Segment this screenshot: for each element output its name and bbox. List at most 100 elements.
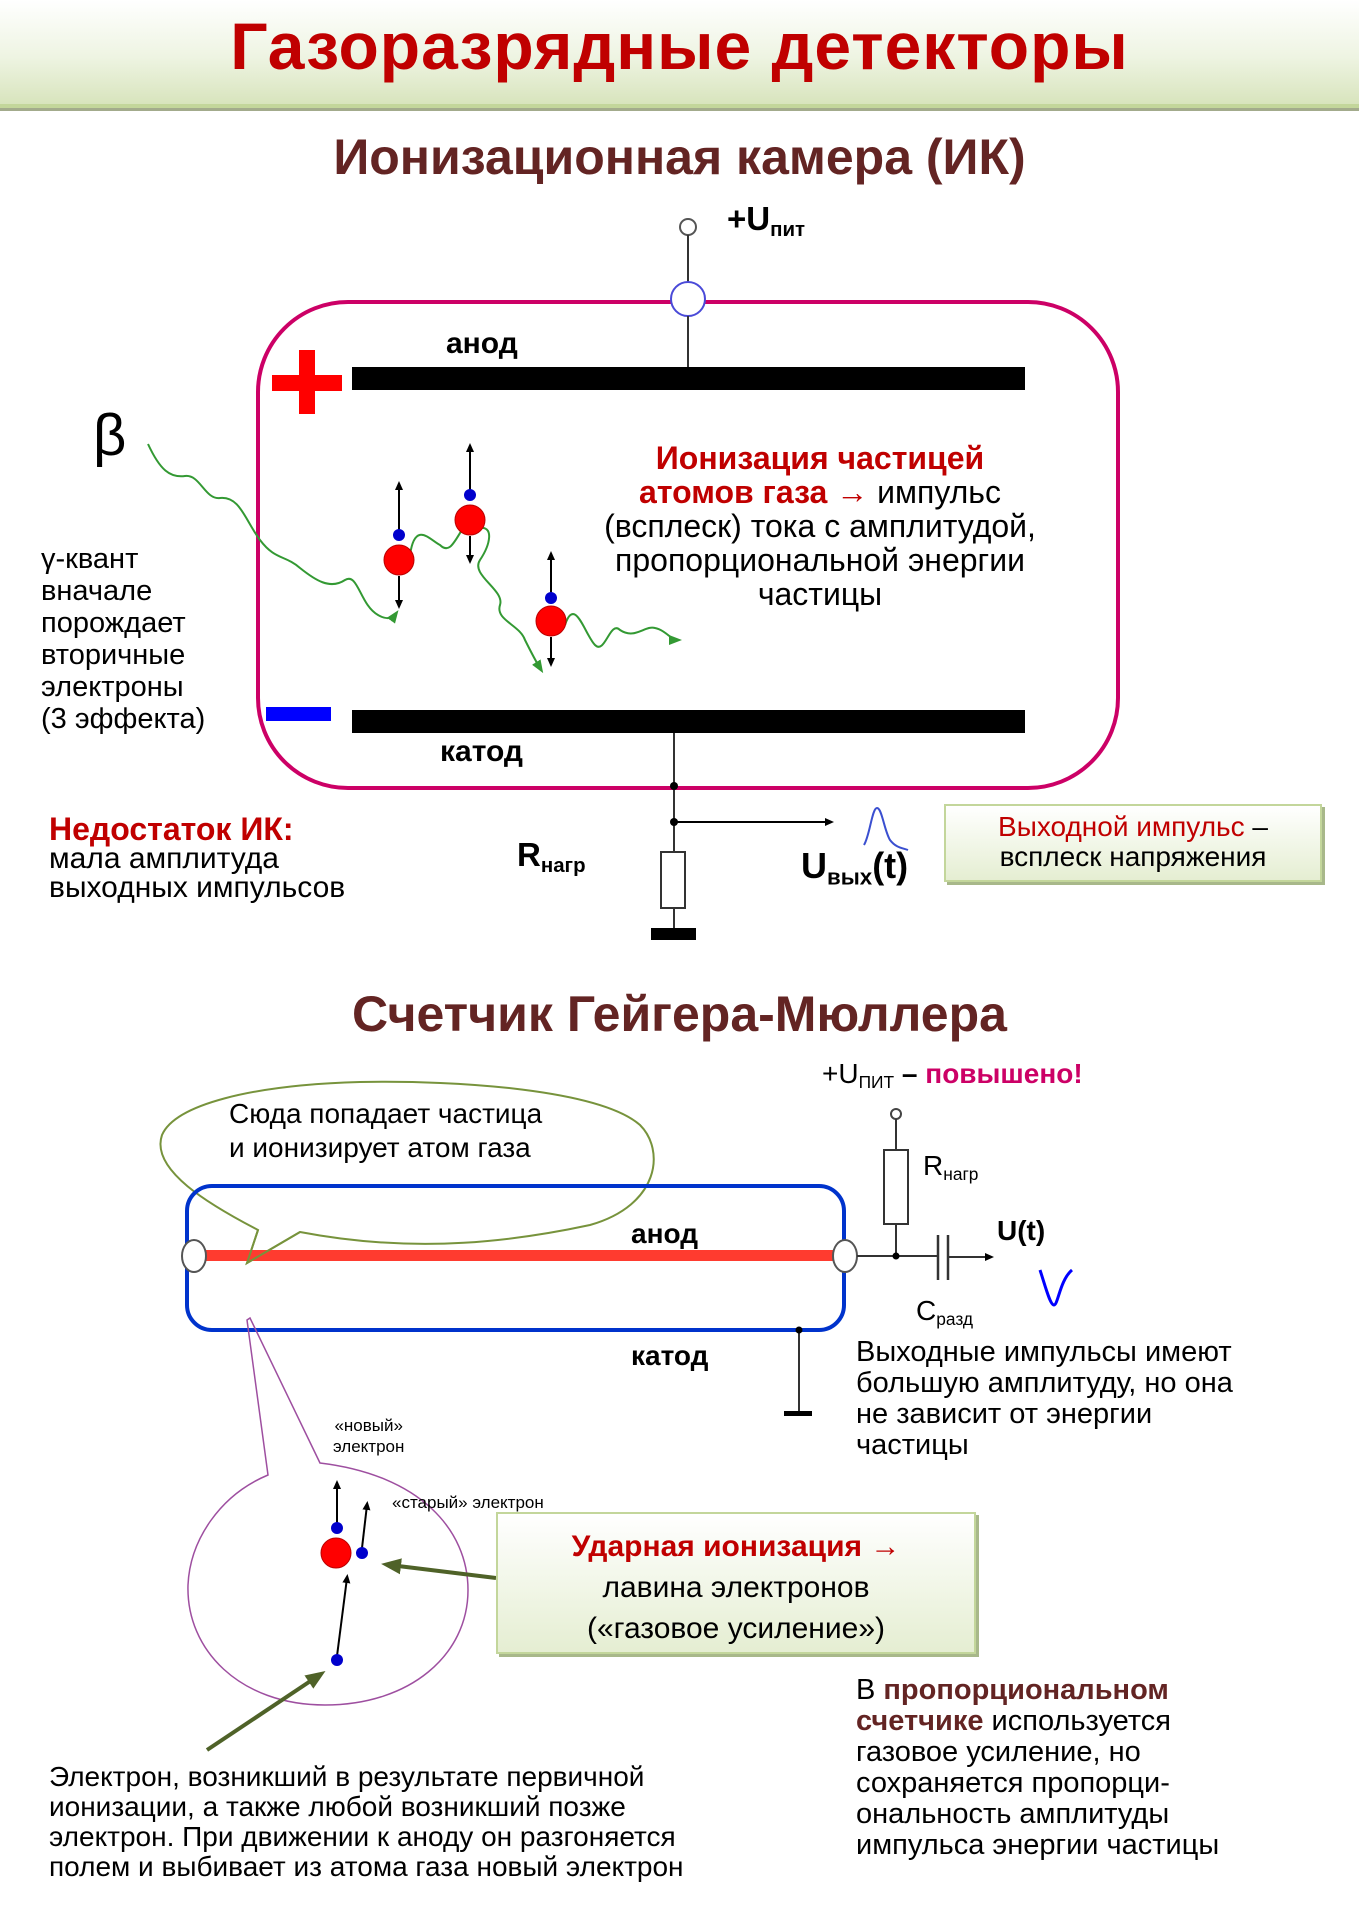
output-note-line: большую амплитуду, но она [856,1367,1233,1399]
geiger-title: Счетчик Гейгера-Мюллера [352,986,1007,1042]
voltage-increased-emphasis: повышено! [925,1058,1083,1089]
speech-bubble [159,1080,655,1266]
geiger-circuit [159,1080,1074,1752]
supply-voltage-label: +Uпит [727,200,806,242]
geiger-load-label: Rнагр [923,1150,979,1185]
electron-note-line: электрон. При движении к аноду он разгон… [49,1821,676,1852]
cathode-label: катод [440,735,523,768]
new-electron-dot [331,1522,343,1534]
old-electron-dot [356,1547,368,1559]
gamma-note-line: электроны [41,671,184,703]
pointer-arrow [381,1558,497,1580]
right-insulator [832,1239,858,1273]
gamma-note: γ-квант вначале порождает вторичные элек… [41,543,205,735]
geiger-cathode-label: катод [631,1340,709,1371]
callout-highlight: Выходной импульс [998,811,1245,842]
electron-note-line: Электрон, возникший в результате первичн… [49,1761,645,1792]
new-electron-label-line: электрон [333,1437,405,1456]
electron-dot [464,489,476,501]
anode-wire [203,1250,843,1261]
gamma-note-line: вначале [41,575,153,607]
callout-text: лавина электронов [602,1571,870,1604]
minus-icon [266,707,331,721]
ion-dot [535,605,567,637]
beta-particle-label: β [93,403,127,468]
zoom-circle [187,1316,469,1706]
ionization-text: пропорциональной энергии [615,542,1025,578]
note-text: ональность амплитуды [856,1798,1170,1830]
pointer-arrow [205,1671,326,1752]
ion-chamber-drawback: Недостаток ИК: мала амплитуда выходных и… [49,813,346,904]
particle-track-icon [147,443,399,624]
output-note-line: Выходные импульсы имеют [856,1336,1232,1368]
ionization-highlight: атомов газа [639,474,828,510]
ion-pair-3 [535,551,567,667]
ionization-highlight: Ионизация частицей [655,440,985,476]
output-pulse-callout: Выходной импульс – всплеск напряжения [944,804,1322,882]
output-pulse-icon [863,806,909,851]
supply-terminal [679,218,697,236]
bubble-text: Сюда попадает частица и ионизирует атом … [229,1097,542,1165]
note-text: газовое усиление, но [856,1736,1141,1768]
gamma-note-line: порождает [41,607,186,639]
gamma-note-line: вторичные [41,639,186,671]
feedthrough-insulator [670,281,706,317]
geiger-output-label: U(t) [997,1215,1046,1246]
impact-ionization-callout: Ударная ионизация → лавина электронов («… [496,1512,976,1654]
note-highlight: пропорциональном [883,1674,1169,1706]
gamma-note-line: γ-квант [41,543,139,575]
drawback-text: выходных импульсов [49,871,346,904]
ion-dot [383,544,415,576]
proportional-counter-note: В пропорциональном счетчике используется… [856,1675,1219,1861]
left-insulator [181,1239,207,1273]
drawback-text: мала амплитуда [49,842,279,875]
page-title: Газоразрядные детекторы [230,9,1129,83]
electron-note: Электрон, возникший в результате первичн… [49,1762,684,1882]
geiger-supply-label: +UПИТ – повышено! [822,1058,1083,1093]
callout-dash: – [1244,811,1268,842]
output-note-line: частицы [856,1429,969,1461]
output-voltage-label: Uвых(t) [801,845,909,890]
ionization-description: Ионизация частицей атомов газа → импульс… [540,441,1100,611]
load-resistor [660,851,686,909]
supply-terminal [890,1108,902,1120]
ion-chamber-title: Ионизационная камера (ИК) [333,129,1026,185]
note-text: В [856,1674,884,1706]
cathode-plate [352,710,1025,733]
ionization-text: (всплеск) тока с амплитудой, [604,508,1036,544]
callout-text: всплеск напряжения [999,841,1267,872]
anode-label: анод [446,327,518,360]
geiger-output-note: Выходные импульсы имеют большую амплитуд… [856,1337,1233,1461]
arrow-icon: → [836,474,869,510]
note-text: импульса энергии частицы [856,1829,1220,1861]
primary-electron-dot [331,1654,343,1666]
old-electron-label: «старый» электрон [392,1493,544,1512]
ionization-text: импульс [877,474,1001,510]
ion-pair-1 [383,481,415,609]
gamma-note-line: (3 эффекта) [41,703,206,735]
electron-note-line: ионизации, а также любой возникший позже [49,1791,626,1822]
note-text: сохраняется пропорци- [856,1767,1170,1799]
geiger-anode-label: анод [631,1218,698,1249]
bubble-text-line: Сюда попадает частица [229,1098,543,1129]
output-pulse-icon [1038,1268,1074,1307]
new-electron-label: «новый» электрон [333,1415,404,1457]
ion-dot [454,504,486,536]
ion-chamber-circuit [147,218,1120,940]
plus-icon [272,350,342,414]
electron-dot [545,592,557,604]
electron-dot [393,529,405,541]
callout-text: («газовое усиление») [586,1612,885,1645]
output-note-line: не зависит от энергии [856,1398,1153,1430]
load-resistor [883,1149,909,1225]
load-resistor-label: Rнагр [517,836,586,878]
ground-icon [651,928,696,940]
note-text: используется [991,1705,1171,1737]
new-electron-label-line: «новый» [334,1416,403,1435]
ion-pair-2 [454,443,486,564]
ground-icon [784,1411,812,1416]
ionization-text: частицы [757,576,883,612]
ion-dot [320,1537,352,1569]
callout-highlight: Ударная ионизация → [571,1530,901,1563]
